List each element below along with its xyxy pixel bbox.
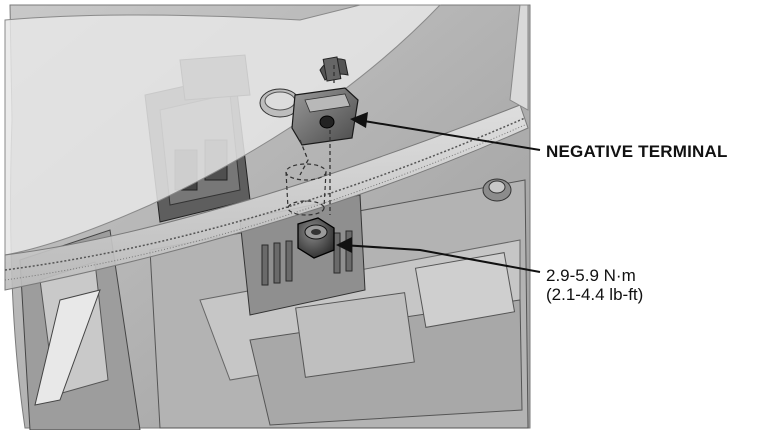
battery-post <box>285 163 327 216</box>
negative-terminal-label: NEGATIVE TERMINAL <box>546 142 728 161</box>
torque-spec-label: 2.9-5.9 N·m (2.1-4.4 lb-ft) <box>546 266 643 304</box>
callout-arrows <box>336 112 541 273</box>
torque-leader <box>341 244 541 273</box>
torque-arrowhead <box>336 237 352 253</box>
negative-terminal-arrowhead <box>350 112 368 128</box>
terminal-nut <box>297 217 335 259</box>
negative-terminal <box>259 56 359 215</box>
torque-spec-nm: 2.9-5.9 N·m <box>546 266 636 285</box>
torque-spec-lbft: (2.1-4.4 lb-ft) <box>546 285 644 304</box>
negative-terminal-leader <box>357 119 541 151</box>
